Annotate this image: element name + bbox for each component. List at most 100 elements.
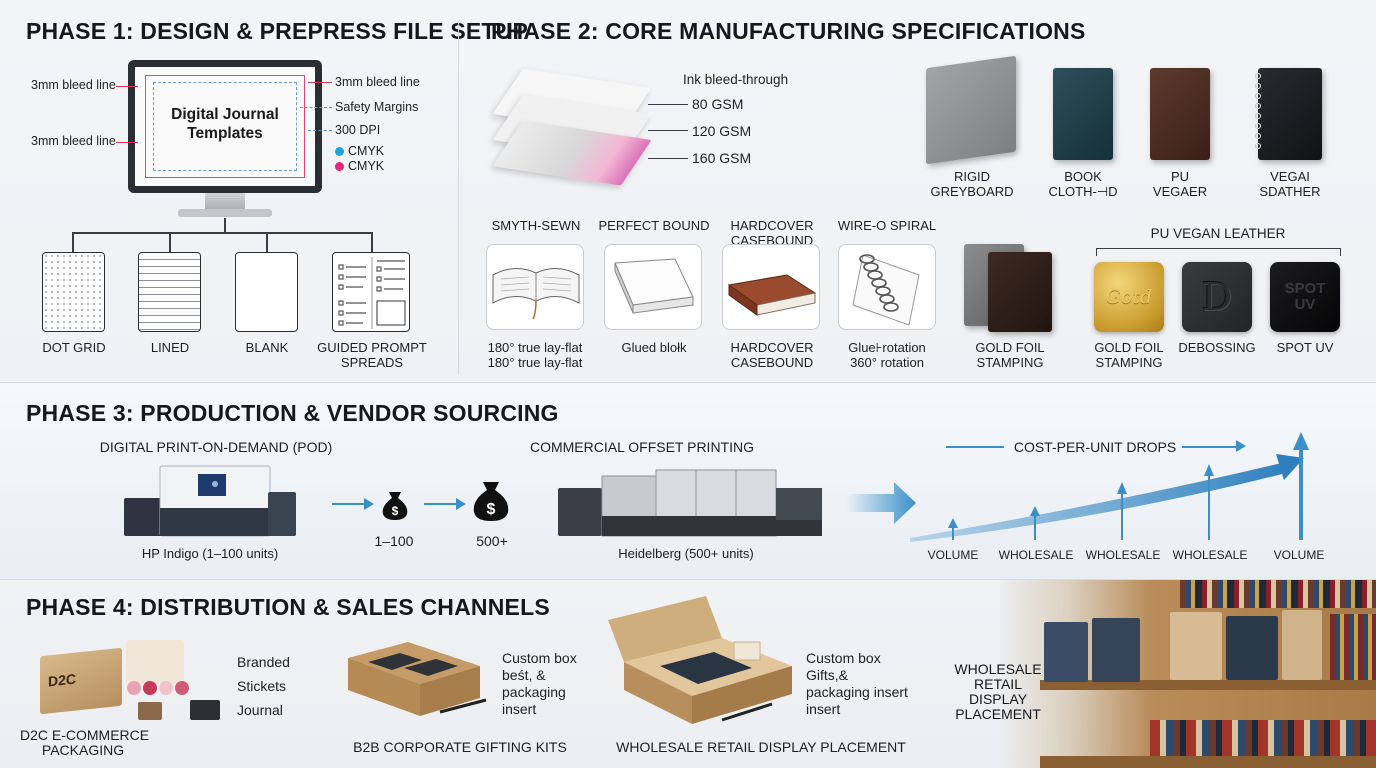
- heidelberg-press-icon: [558, 469, 822, 537]
- monitor: Digital Journal Templates: [128, 60, 322, 193]
- dot-grid-label: DOT GRID: [42, 340, 106, 355]
- margin-pointer: [300, 107, 332, 108]
- safety-margins-label: Safety Margins: [335, 100, 419, 114]
- monitor-stand: [205, 193, 245, 211]
- monitor-foot: [178, 209, 272, 217]
- retail-caption: WHOLESALE RETAIL DISPLAY PLACEMENT: [616, 739, 906, 755]
- greyboard-cover: [926, 55, 1016, 165]
- dpi-label: 300 DPI: [335, 123, 381, 137]
- spiral-icon: [1254, 72, 1262, 150]
- b2b-caption: B2B CORPORATE GIFTING KITS: [353, 739, 567, 755]
- svg-text:$: $: [392, 504, 399, 518]
- flow-arrow-head-icon: [364, 498, 374, 510]
- tree-leg: [169, 232, 171, 252]
- finish-bracket-left: [1096, 248, 1097, 256]
- right-bleed-label: 3mm bleed line: [335, 75, 420, 89]
- perfect-caption: Glued blołk: [621, 340, 687, 355]
- bookshelf-display: [1000, 580, 1376, 768]
- gold-foil-mark: Gotd: [1105, 286, 1153, 308]
- tree-leg: [266, 232, 268, 252]
- bleed-pointer: [116, 86, 138, 87]
- tier-1-label: 1–100: [374, 533, 414, 549]
- binding-title-perfect: PERFECT BOUND: [598, 218, 710, 233]
- monitor-screen: Digital Journal Templates: [135, 67, 315, 186]
- d2c-contents-list: Branded Stickets Journal: [237, 654, 290, 718]
- spot-uv-swatch: SPOT UV: [1270, 262, 1340, 332]
- screen-title-line1: Digital Journal: [171, 106, 279, 123]
- gsm-pointer: [648, 158, 688, 159]
- top-shelf-books: [1180, 580, 1376, 608]
- cost-curve-icon: [910, 432, 1309, 542]
- bleed-pointer: [116, 142, 138, 143]
- smyth-sewn-card: [486, 244, 584, 330]
- cost-heading-line: [1182, 446, 1238, 448]
- tree-leg: [371, 232, 373, 252]
- money-bag-large-icon: $: [473, 482, 509, 521]
- sticker-set-icon: [127, 681, 220, 720]
- dot-grid-template: [42, 252, 105, 332]
- gsm-80: 80 GSM: [692, 96, 744, 112]
- spot-uv-mark: SPOT UV: [1284, 280, 1326, 313]
- shelf-plank: [1040, 756, 1376, 768]
- b2b-gift-box-icon: [348, 642, 487, 716]
- blank-label: BLANK: [245, 340, 289, 355]
- b2b-note: Custom box beśt, & packaging insert: [502, 650, 577, 717]
- d2c-shipping-box: D2C: [40, 647, 122, 715]
- tissue-box: [126, 640, 184, 684]
- offset-heading: COMMERCIAL OFFSET PRINTING: [529, 439, 754, 455]
- binding-title-wireo: WIRE-O SPIRAL: [837, 218, 937, 233]
- spiral-binding-icon: [852, 254, 920, 326]
- phase-divider: [458, 20, 459, 375]
- blank-template: [235, 252, 298, 332]
- debossing-caption: DEBOSSING: [1178, 340, 1256, 355]
- finish-bracket: [1096, 248, 1340, 249]
- pod-caption: HP Indigo (1–100 units): [141, 546, 279, 561]
- cost-heading-line: [946, 446, 1004, 448]
- safety-margin-box: [153, 82, 297, 171]
- pod-heading: DIGITAL PRINT-ON-DEMAND (POD): [99, 439, 333, 455]
- lined-template: [138, 252, 201, 332]
- flow-arrow-shaft: [332, 503, 366, 505]
- cmyk-label-1: CMYK: [335, 144, 384, 158]
- binding-title-smyth: SMYTH-SEWN: [491, 218, 581, 233]
- bleed-line-box: [145, 75, 305, 178]
- cost-heading: COST-PER-UNIT DROPS: [1013, 439, 1177, 455]
- gsm-160: 160 GSM: [692, 150, 752, 166]
- closed-book-icon: [614, 258, 694, 314]
- phase2-title: PHASE 2: CORE MANUFACTURING SPECIFICATIO…: [491, 18, 1086, 44]
- lower-shelf-books: [1150, 720, 1376, 756]
- gold-foil-swatch: Gotd: [1094, 262, 1164, 332]
- left-bleed-label-1: 3mm bleed line: [31, 78, 116, 92]
- foil-swatch-brown: [988, 252, 1052, 332]
- cost-label-3: WHOLESALE: [1085, 548, 1161, 562]
- guided-prompt-template: [332, 252, 410, 332]
- side-books: [1330, 614, 1376, 680]
- finish-heading: PU VEGAN LEATHER: [1150, 226, 1286, 241]
- journal-display-4: [1226, 616, 1278, 680]
- phase1-title: PHASE 1: DESIGN & PREPRESS FILE SETUP: [26, 18, 529, 44]
- prompt-spread-icon: [338, 257, 406, 329]
- gsm-pointer: [648, 104, 688, 105]
- open-book-icon: [492, 268, 580, 320]
- cost-label-1: VOLUME: [927, 548, 979, 562]
- tier-2-label: 500+: [476, 533, 508, 549]
- offset-caption: Heidelberg (500+ units): [618, 546, 754, 561]
- tree-leg: [72, 232, 74, 252]
- paper-heading: Ink bleed-through: [683, 72, 789, 87]
- cyan-dot-icon: [335, 147, 344, 156]
- spot-uv-caption: SPOT UV: [1276, 340, 1334, 355]
- money-bag-icon: $: [382, 492, 408, 520]
- deboss-mark: D: [1201, 275, 1233, 319]
- tree-branch: [72, 232, 372, 234]
- cost-label-5: VOLUME: [1273, 548, 1325, 562]
- flow-arrow-shaft: [424, 503, 458, 505]
- hardcover-card: [722, 244, 820, 330]
